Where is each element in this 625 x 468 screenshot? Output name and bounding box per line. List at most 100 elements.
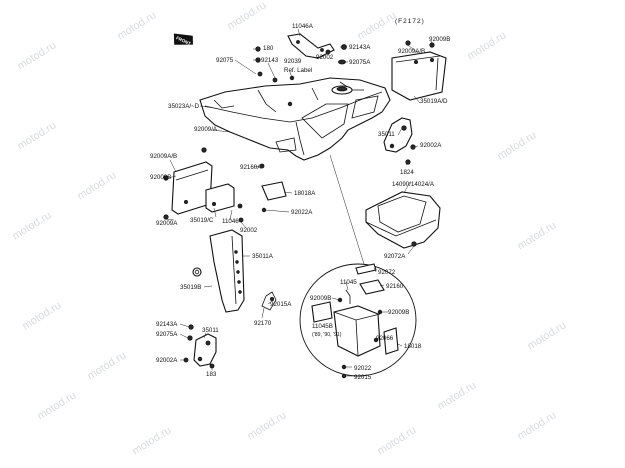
bolt-icon <box>287 101 293 107</box>
part-label: 35011 <box>378 131 395 138</box>
bracket-11046A <box>287 33 335 59</box>
mud-flap-right <box>391 51 447 101</box>
bolt-icon <box>209 363 215 369</box>
bolt-icon <box>257 71 263 77</box>
part-label: 92002A <box>420 142 442 149</box>
part-label: 92002A <box>156 357 178 364</box>
part-label: 92075A <box>349 59 371 66</box>
part-label: 92002 <box>240 227 258 234</box>
part-label: 92160 <box>386 283 404 290</box>
part-label: 92075A <box>156 331 178 338</box>
bolt-icon <box>325 49 331 55</box>
part-label: 92022 <box>354 365 372 372</box>
bracket-35011A <box>209 229 245 313</box>
part-label: 92022A <box>291 209 313 216</box>
part-label: 92143 <box>261 57 279 64</box>
part-label: 92009/A <box>194 126 218 133</box>
front-label: FRONT <box>175 35 191 46</box>
watermark-text: motod.ru <box>525 319 568 352</box>
bolt-icon <box>188 324 194 330</box>
bolt-icon <box>410 144 416 150</box>
part-label: 92072 <box>378 269 396 276</box>
part-label: 92066 <box>376 335 394 342</box>
part-label: 14090/14024/A <box>392 181 435 188</box>
part-label: 92015A <box>270 301 292 308</box>
part-label: 92009A/B <box>398 48 425 55</box>
watermark-text: motod.ru <box>15 119 58 152</box>
bolt-icon <box>201 147 207 153</box>
watermark-text: motod.ru <box>75 169 118 202</box>
carrier-box <box>365 191 441 249</box>
bolt-icon <box>187 335 193 341</box>
bolt-icon <box>261 207 267 213</box>
part-label: 35011A <box>252 253 274 260</box>
watermark-text: motod.ru <box>375 424 418 457</box>
part-label: 92009A <box>156 220 178 227</box>
part-label: 11045B <box>312 323 333 330</box>
part-label: 92143A <box>349 44 371 51</box>
part-label: 92072A <box>384 253 406 260</box>
watermark-text: motod.ru <box>465 29 508 62</box>
washer-icon <box>192 267 202 277</box>
part-label: 92170 <box>254 320 272 327</box>
bolt-icon <box>341 364 347 370</box>
part-label: 92039 <box>284 58 302 65</box>
bolt-icon <box>405 40 411 46</box>
front-arrow-icon: FRONT <box>173 33 193 46</box>
part-label: 92009B <box>310 295 331 302</box>
watermark-text: motod.ru <box>355 9 398 42</box>
part-label: 92002 <box>316 54 334 61</box>
part-label: 35011 <box>202 327 219 334</box>
part-label: 1824 <box>400 169 414 176</box>
part-label: 180 <box>263 45 274 52</box>
plate-18018A <box>261 181 287 201</box>
leader-lines <box>165 28 433 377</box>
part-label: 92009B <box>429 36 450 43</box>
bolt-icon <box>341 373 347 379</box>
part-label: 92009B <box>388 309 409 316</box>
bolt-icon <box>237 203 243 209</box>
part-label: 35023A/~D <box>168 103 200 110</box>
part-label: 18018 <box>404 343 422 350</box>
watermark-text: motod.ru <box>15 39 58 72</box>
bolt-icon <box>238 217 244 223</box>
part-label: 35019B <box>180 284 201 291</box>
part-label: 11046 <box>222 218 239 225</box>
part-label: 92015 <box>354 374 372 381</box>
watermark-text: motod.ru <box>115 9 158 42</box>
watermark-text: motod.ru <box>20 299 63 332</box>
detail-inset <box>299 263 417 377</box>
part-label: 35019/C <box>190 217 214 224</box>
watermark-text: motod.ru <box>35 389 78 422</box>
bracket-35011-bottom <box>193 333 217 367</box>
part-label: 183 <box>206 371 217 378</box>
bolt-icon <box>163 214 169 220</box>
watermark-text: motod.ru <box>225 0 268 33</box>
watermark-text: motod.ru <box>85 349 128 382</box>
watermark-text: motod.ru <box>515 219 558 252</box>
part-label: 11046A <box>292 23 314 30</box>
part-label: ('89, '90, '91) <box>312 332 342 338</box>
part-label: 92009A/B <box>150 153 177 160</box>
diagram-code: (F2172) <box>395 18 425 25</box>
watermark-text: motod.ru <box>495 129 538 162</box>
part-labels: 11046A 180 92143A 92002 92075A 92075 921… <box>150 23 450 381</box>
watermark-text: motod.ru <box>245 409 288 442</box>
clip-92170 <box>261 291 277 311</box>
part-label: Ref. Label <box>284 67 312 74</box>
bracket-35019C <box>205 183 235 213</box>
watermark-text: motod.ru <box>10 209 53 242</box>
rear-fender <box>199 77 391 161</box>
part-label: 35019A/D <box>420 98 448 105</box>
bolt-icon <box>183 357 189 363</box>
part-label: 18018A <box>294 190 316 197</box>
bolt-icon <box>272 77 278 83</box>
watermark-text: motod.ru <box>515 409 558 442</box>
part-label: 92160A <box>240 164 262 171</box>
part-label: 92009B <box>150 174 171 181</box>
part-label: 92143A <box>156 321 178 328</box>
watermark-text: motod.ru <box>435 379 478 412</box>
part-label: 92075 <box>216 57 234 64</box>
part-label: 11045 <box>340 279 357 286</box>
